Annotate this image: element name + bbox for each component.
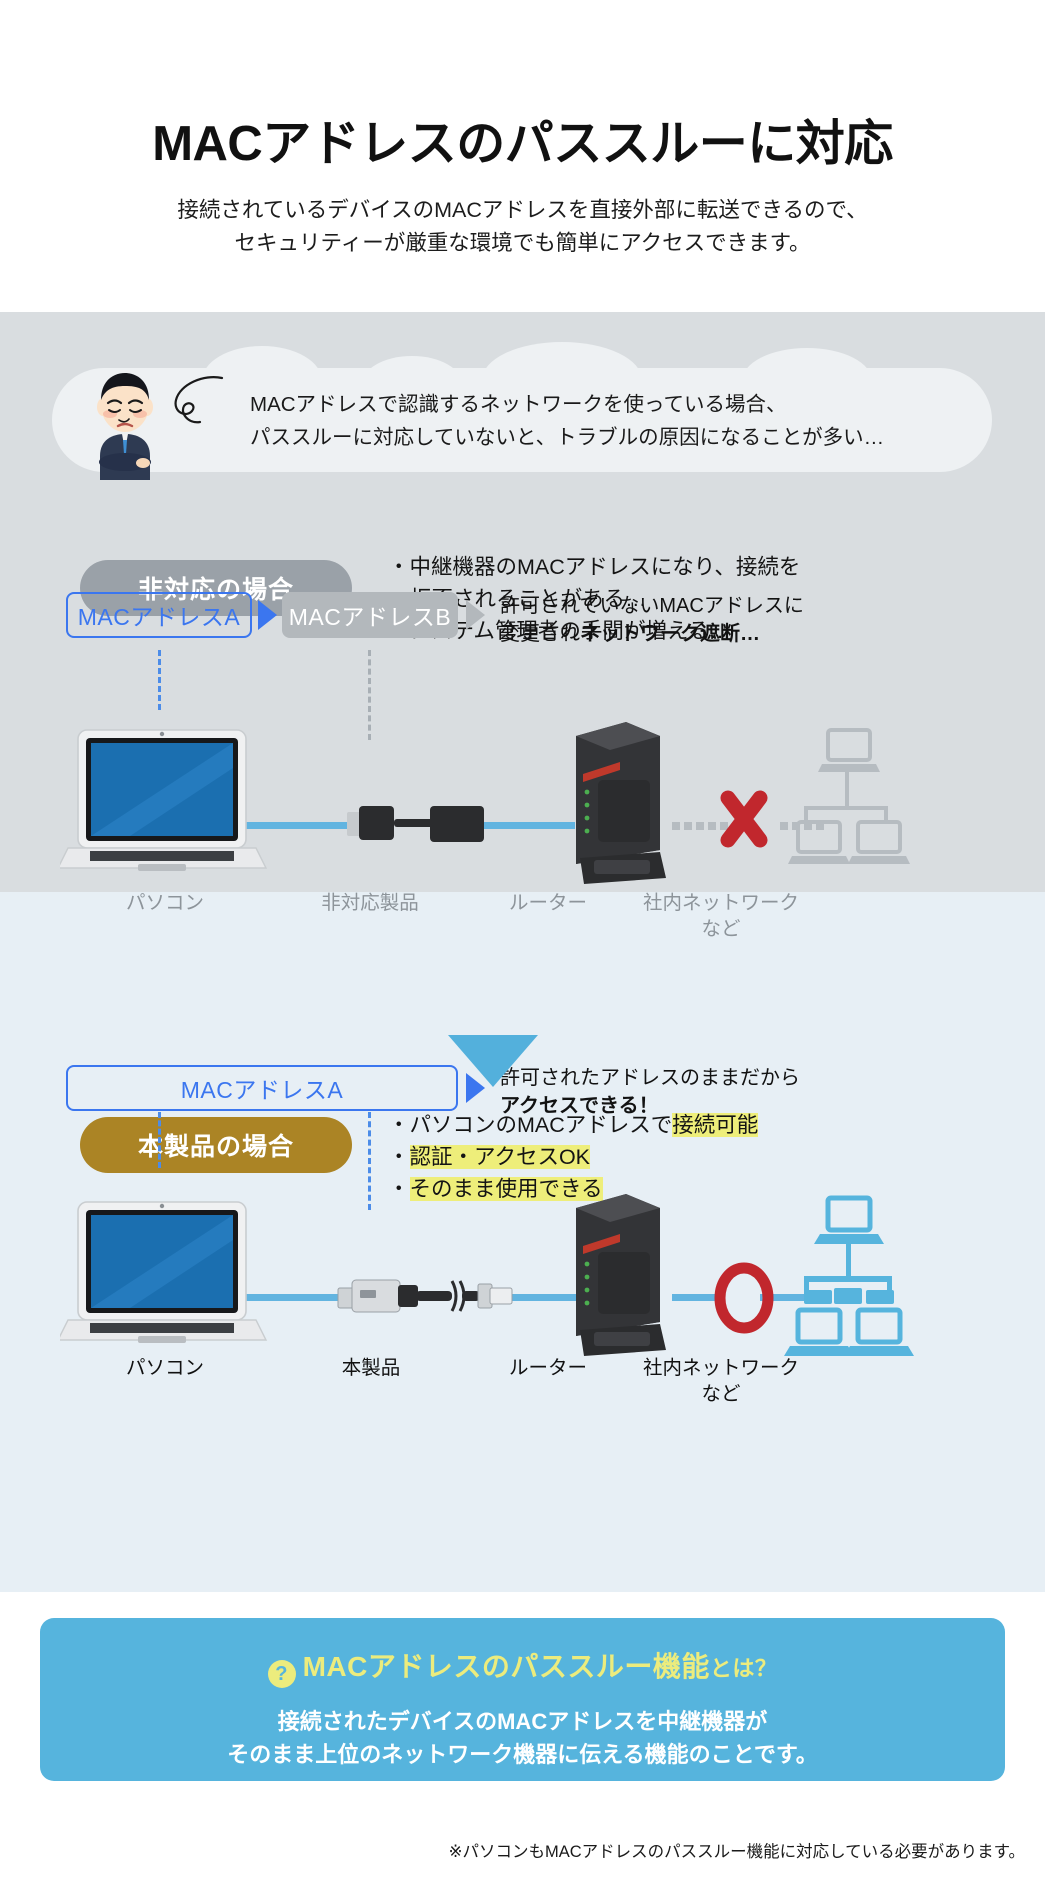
- footnote: ※パソコンもMACアドレスのパススルー機能に対応している必要があります。: [448, 1843, 1025, 1861]
- sigh-swirl-icon: [174, 376, 224, 424]
- usb-lan-adapter-icon: [337, 1279, 513, 1313]
- label-network-top: 社内ネットワーク など: [628, 890, 814, 943]
- page-header: MACアドレスのパススルーに対応 接続されているデバイスのMACアドレスを直接外…: [0, 0, 1045, 261]
- result-line-2-normal: 変更され: [500, 623, 580, 645]
- page-title: MACアドレスのパススルーに対応: [152, 117, 893, 171]
- unsupported-diagram: [0, 650, 1045, 810]
- info-callout-box: ?MACアドレスのパススルー機能とは？ 接続されたデバイスのMACアドレスを中継…: [40, 1618, 1005, 1781]
- router-icon: [576, 1194, 666, 1356]
- speech-bubble: MACアドレスで認識するネットワークを使っている場合、 パススルーに対応していな…: [52, 342, 992, 480]
- result-line-1: 許可されたアドレスのままだから: [500, 1067, 800, 1089]
- ok-circle-icon: [714, 1262, 774, 1334]
- speech-line-2: パススルーに対応していないと、トラブルの原因になることが多い…: [250, 426, 885, 450]
- label-product-bottom: 本製品: [341, 1357, 401, 1379]
- info-body-line-1: 接続されたデバイスのMACアドレスを中継機器が: [277, 1709, 768, 1734]
- page-subtitle: 接続されているデバイスのMACアドレスを直接外部に転送できるので、 セキュリティ…: [0, 194, 1045, 261]
- mac-address-a-box-top: MACアドレスA: [66, 592, 252, 638]
- bullet-text: ・: [388, 1144, 410, 1169]
- connector-dashed-line: [158, 1112, 161, 1168]
- info-title-suffix: とは？: [709, 1656, 778, 1681]
- internal-network-icon: [784, 1195, 914, 1356]
- list-item: ・中継機器のMACアドレスになり、接続を: [388, 555, 801, 579]
- subtitle-line-1: 接続されているデバイスのMACアドレスを直接外部に転送できるので、: [177, 197, 868, 222]
- section-transition-arrow-icon: [448, 1035, 538, 1087]
- connector-dashed-line: [158, 650, 161, 710]
- internal-network-icon: [788, 728, 910, 864]
- troubled-businessman-icon: [97, 373, 153, 480]
- unsupported-adapter-icon: [347, 806, 484, 842]
- label-network-bottom: 社内ネットワーク など: [628, 1355, 814, 1408]
- connector-dashed-line: [368, 650, 371, 740]
- router-icon: [576, 722, 666, 884]
- result-line-2-bold: ネットワーク遮断…: [580, 623, 760, 645]
- list-item: ・認証・アクセスOK: [388, 1142, 988, 1174]
- list-item: ・パソコンのMACアドレスで接続可能: [388, 1110, 988, 1142]
- bullet-highlight: 接続可能: [672, 1113, 759, 1137]
- blocked-link-icon: [672, 790, 828, 848]
- speech-bubble-puff: [742, 348, 872, 414]
- arrow-right-icon: [258, 600, 277, 630]
- speech-bubble-text: MACアドレスで認識するネットワークを使っている場合、 パススルーに対応していな…: [250, 388, 970, 454]
- info-callout-body: 接続されたデバイスのMACアドレスを中継機器が そのまま上位のネットワーク機器に…: [40, 1705, 1005, 1771]
- info-body-line-2: そのまま上位のネットワーク機器に伝える機能のことです。: [227, 1742, 818, 1767]
- label-network-line-2: など: [701, 1383, 741, 1406]
- result-line-1: 許可されていないMACアドレスに: [500, 595, 804, 617]
- label-product-top: 非対応製品: [321, 892, 419, 914]
- label-network-line-1: 社内ネットワーク: [642, 892, 799, 914]
- speech-bubble-body: [52, 342, 992, 472]
- unsupported-device-diagram: [60, 722, 910, 884]
- badge-supported: 本製品の場合: [80, 1117, 352, 1173]
- connector-dashed-line: [368, 1112, 371, 1210]
- laptop-icon: [60, 729, 268, 871]
- subtitle-line-2: セキュリティーが厳重な環境でも簡単にアクセスできます。: [234, 231, 811, 256]
- label-pc-top: パソコン: [125, 892, 204, 914]
- label-network-line-2: など: [701, 918, 741, 941]
- list-item: ・そのまま使用できる: [388, 1174, 988, 1206]
- bullet-text: ・: [388, 1176, 410, 1201]
- label-network-line-1: 社内ネットワーク: [642, 1357, 799, 1379]
- bullet-highlight: 認証・アクセスOK: [409, 1144, 591, 1169]
- speech-line-1: MACアドレスで認識するネットワークを使っている場合、: [250, 393, 787, 416]
- unsupported-result-note: 許可されていないMACアドレスに 変更されネットワーク遮断…: [500, 592, 900, 648]
- supported-device-diagram: [60, 1194, 914, 1356]
- label-pc-bottom: パソコン: [125, 1357, 204, 1379]
- label-router-top: ルーター: [508, 892, 587, 914]
- info-title-main: MACアドレスのパススルー機能: [302, 1651, 710, 1682]
- laptop-icon: [60, 1201, 268, 1343]
- label-router-bottom: ルーター: [508, 1357, 587, 1379]
- bullet-highlight: そのまま使用できる: [409, 1176, 603, 1201]
- bullet-text: ・パソコンのMACアドレスで: [388, 1113, 673, 1137]
- supported-bullets: ・パソコンのMACアドレスで接続可能 ・認証・アクセスOK ・そのまま使用できる: [388, 1110, 988, 1205]
- arrow-right-icon: [466, 600, 485, 630]
- supported-result-note: 許可されたアドレスのままだから アクセスできる！: [500, 1064, 920, 1120]
- question-mark-icon: ?: [267, 1660, 296, 1688]
- info-callout-title: ?MACアドレスのパススルー機能とは？: [40, 1645, 1005, 1688]
- result-line-2-bold: アクセスできる！: [500, 1095, 659, 1117]
- speech-bubble-puff: [362, 356, 462, 412]
- mac-address-a-box-bottom: MACアドレスA: [66, 1065, 458, 1111]
- mac-address-b-box: MACアドレスB: [282, 592, 458, 638]
